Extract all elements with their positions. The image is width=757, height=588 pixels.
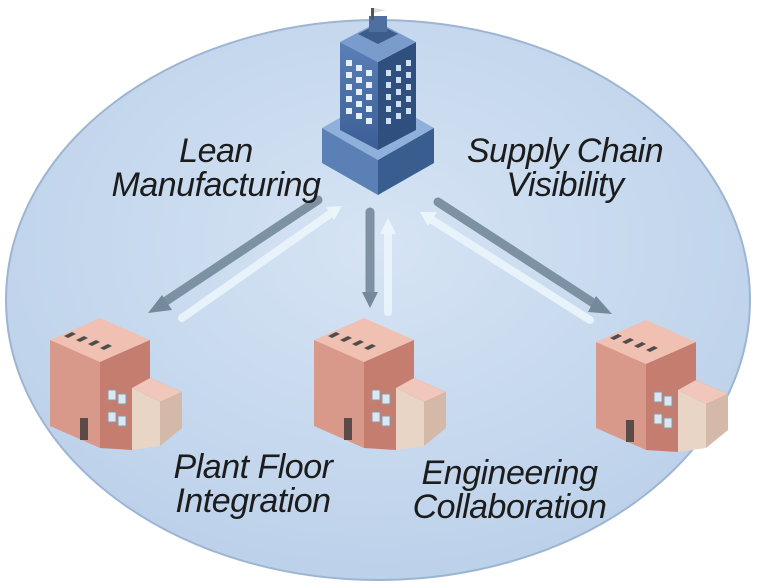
factory-center-icon <box>314 318 446 450</box>
arrow-hq-to-plant-right <box>420 197 612 324</box>
label-engineering-line1: Engineering <box>421 454 598 492</box>
label-supply-chain-line1: Supply Chain <box>466 132 664 170</box>
label-engineering-collaboration: Engineering Collaboration <box>392 456 627 524</box>
headquarters-icon <box>322 8 434 195</box>
arrow-hq-to-plant-center <box>362 207 396 316</box>
label-supply-chain-visibility: Supply Chain Visibility <box>450 134 680 202</box>
label-plant-floor-integration: Plant Floor Integration <box>148 450 358 518</box>
arrow-hq-to-plant-left <box>148 195 342 322</box>
label-lean-manufacturing-line1: Lean <box>179 132 253 170</box>
factory-right-icon <box>596 320 728 452</box>
label-lean-manufacturing: Lean Manufacturing <box>96 134 336 202</box>
label-plant-floor-line2: Integration <box>175 482 331 520</box>
label-supply-chain-line2: Visibility <box>506 166 624 204</box>
label-lean-manufacturing-line2: Manufacturing <box>111 166 321 204</box>
label-engineering-line2: Collaboration <box>412 488 607 526</box>
factory-left-icon <box>50 318 182 450</box>
label-plant-floor-line1: Plant Floor <box>173 448 333 486</box>
